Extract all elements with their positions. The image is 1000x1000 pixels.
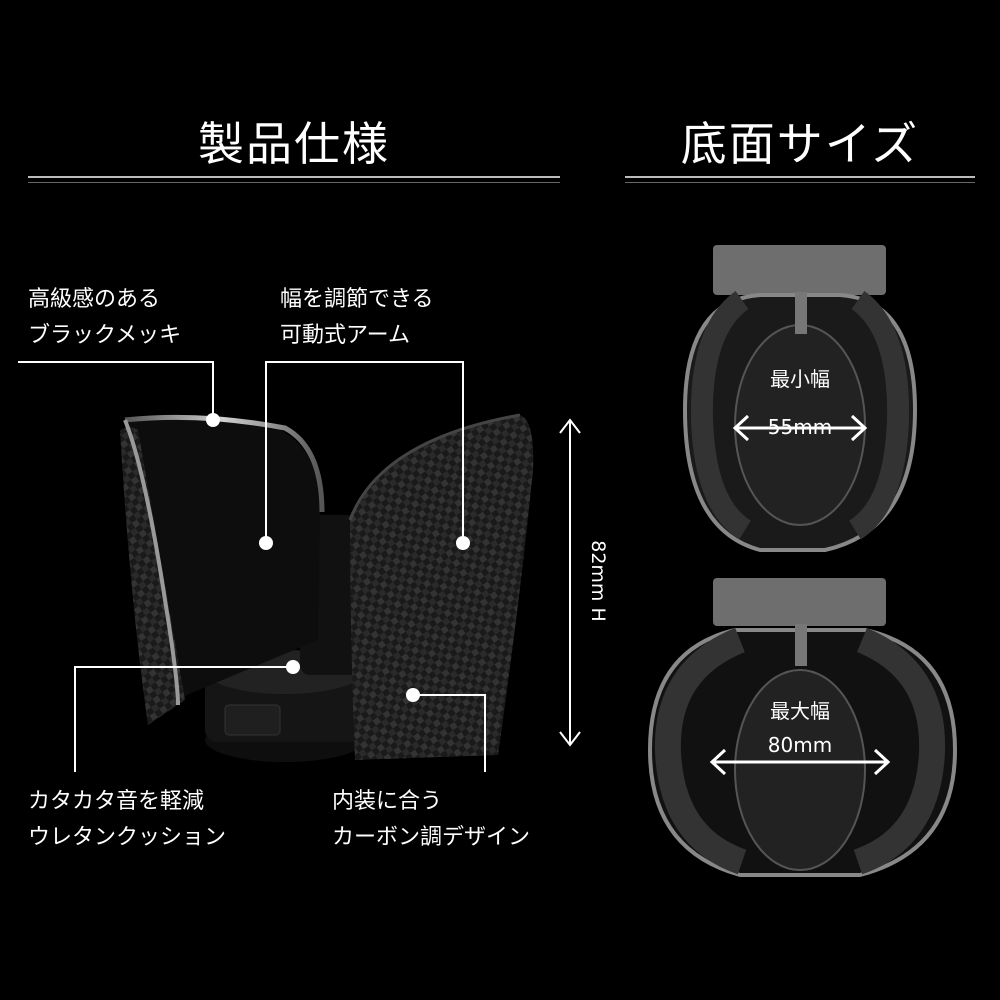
cup-holder-product bbox=[120, 413, 534, 762]
holder-base-button bbox=[224, 704, 281, 736]
callout-urethane-cushion: カタカタ音を軽減 ウレタンクッション bbox=[28, 784, 226, 856]
callout-black-plating: 高級感のある ブラックメッキ bbox=[28, 282, 181, 354]
right-arm-carbon bbox=[350, 415, 534, 760]
product-spec-heading: 製品仕様 bbox=[198, 117, 390, 171]
height-dimension-label: 82mm H bbox=[587, 540, 609, 622]
bottom-size-heading: 底面サイズ bbox=[680, 117, 920, 171]
left-arm-carbon bbox=[120, 427, 185, 725]
bottom-view-max bbox=[647, 578, 958, 877]
max-width-arrow bbox=[709, 748, 891, 776]
max-width-title: 最大幅 bbox=[770, 699, 830, 723]
min-width-label: 最小幅 55mm bbox=[740, 364, 860, 442]
callout-line-2: ウレタンクッション bbox=[28, 825, 227, 850]
min-width-value: 55mm bbox=[767, 415, 833, 439]
min-width-arrow bbox=[732, 414, 868, 442]
callout-line-1: カタカタ音を軽減 bbox=[28, 789, 205, 814]
callout-line-1: 内装に合う bbox=[332, 789, 443, 814]
callout-line-1: 幅を調節できる bbox=[280, 287, 434, 312]
max-width-value: 80mm bbox=[767, 733, 833, 757]
height-arrow bbox=[559, 418, 581, 747]
min-width-title: 最小幅 bbox=[770, 367, 830, 391]
max-width-label: 最大幅 80mm bbox=[740, 696, 860, 760]
callout-line-2: 可動式アーム bbox=[280, 323, 411, 348]
callout-line-1: 高級感のある bbox=[28, 287, 161, 312]
heading-divider-left bbox=[28, 176, 560, 183]
callout-lines bbox=[18, 361, 486, 772]
callout-line-2: ブラックメッキ bbox=[28, 323, 182, 348]
callout-line-2: カーボン調デザイン bbox=[332, 825, 531, 850]
bottom-view-min bbox=[682, 245, 918, 552]
heading-divider-right bbox=[625, 176, 975, 183]
left-arm-chrome-edge bbox=[124, 414, 325, 513]
left-arm-back bbox=[125, 418, 320, 700]
callout-carbon-design: 内装に合う カーボン調デザイン bbox=[332, 784, 530, 856]
callout-adjustable-arm: 幅を調節できる 可動式アーム bbox=[280, 282, 434, 354]
